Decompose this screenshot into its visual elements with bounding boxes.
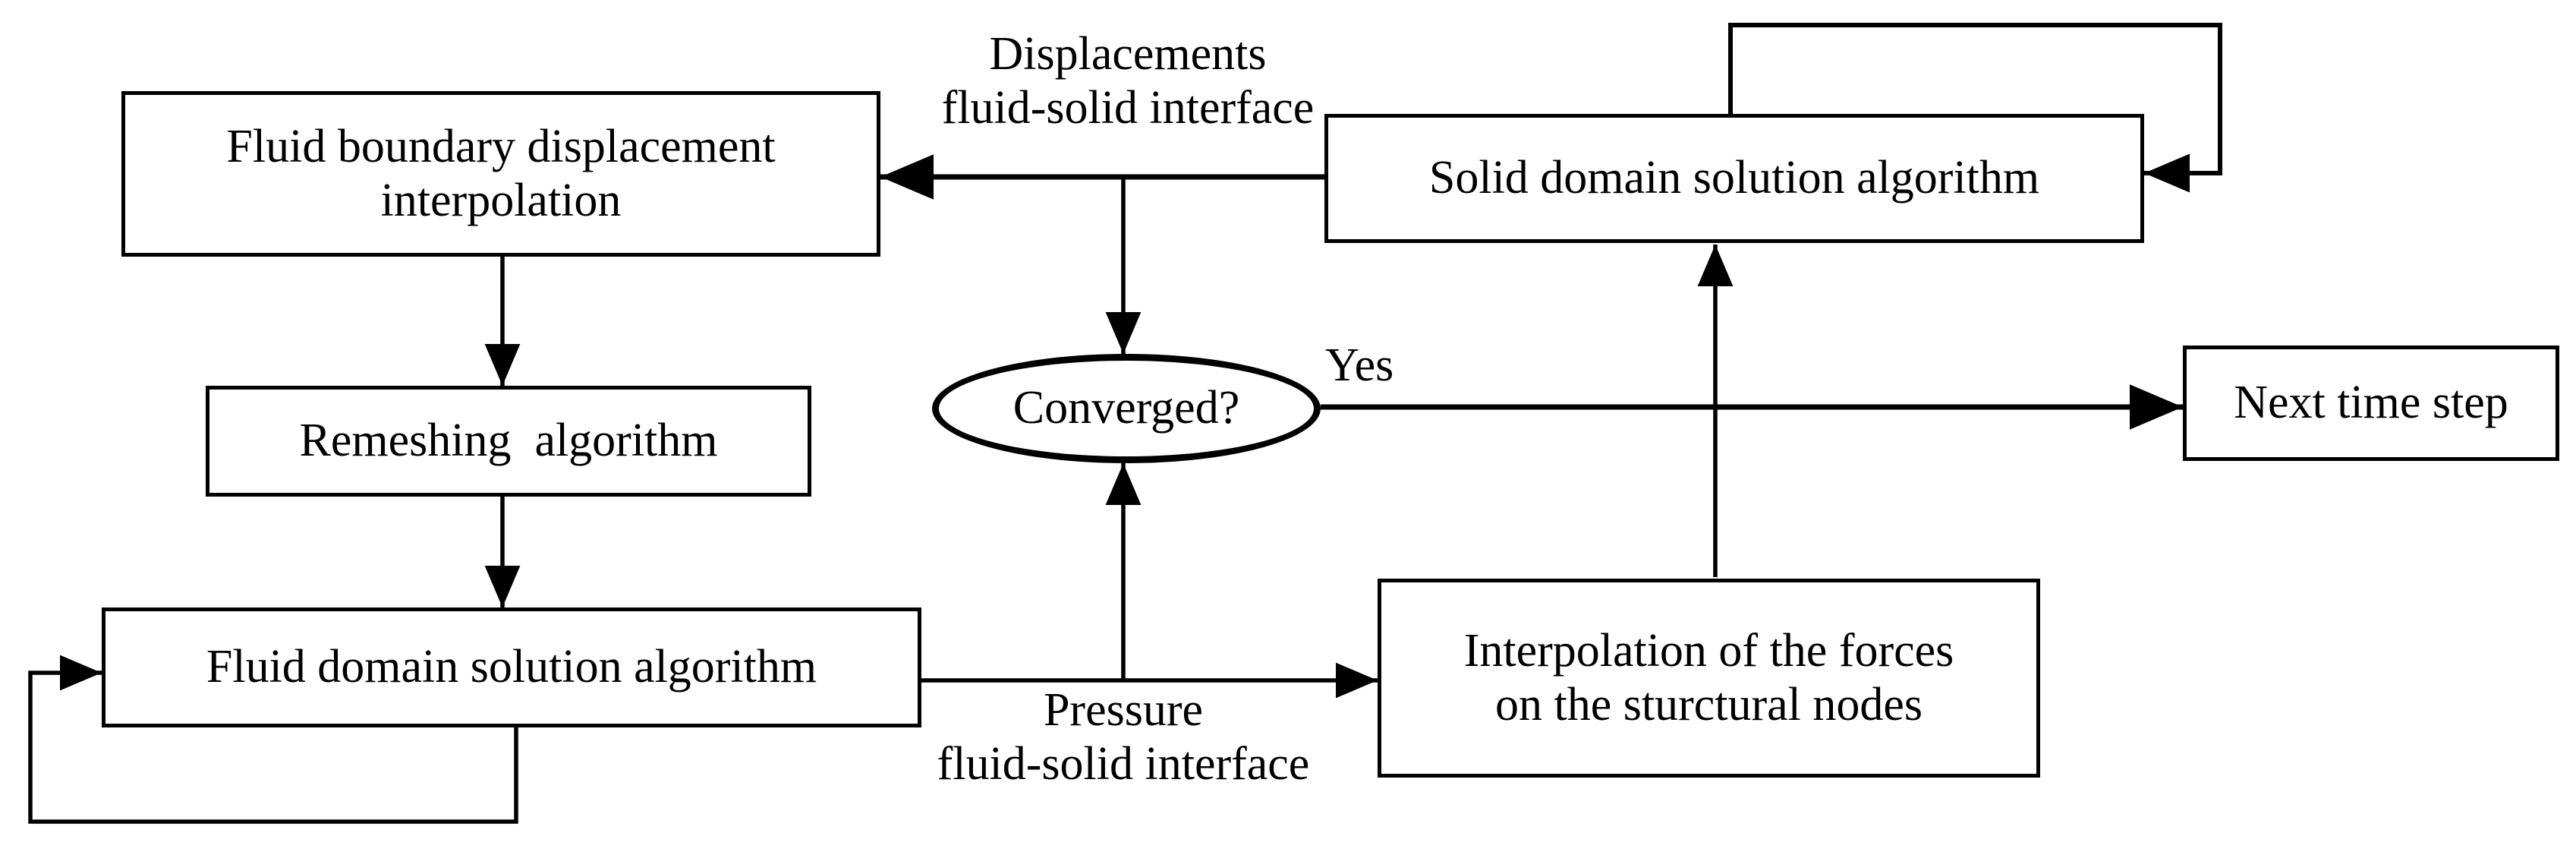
label-pressure-interface: Pressure fluid-solid interface — [937, 684, 1310, 790]
node-converged-decision: Converged? — [932, 354, 1321, 463]
node-next-time-step: Next time step — [2183, 346, 2559, 461]
node-fluid-boundary-interpolation: Fluid boundary displacement interpolatio… — [121, 91, 880, 257]
label-yes: Yes — [1325, 339, 1394, 391]
label-displacements-interface: Displacements fluid-solid interface — [941, 28, 1315, 134]
arrow-solid-domain-self-loop — [1728, 23, 2222, 193]
node-remeshing-algorithm: Remeshing algorithm — [206, 386, 811, 497]
node-solid-domain-solution: Solid domain solution algorithm — [1324, 114, 2144, 243]
node-fluid-domain-solution: Fluid domain solution algorithm — [102, 607, 921, 727]
node-interpolation-forces: Interpolation of the forces on the sturc… — [1378, 579, 2040, 778]
arrow-fluid-domain-self-loop — [28, 655, 518, 824]
